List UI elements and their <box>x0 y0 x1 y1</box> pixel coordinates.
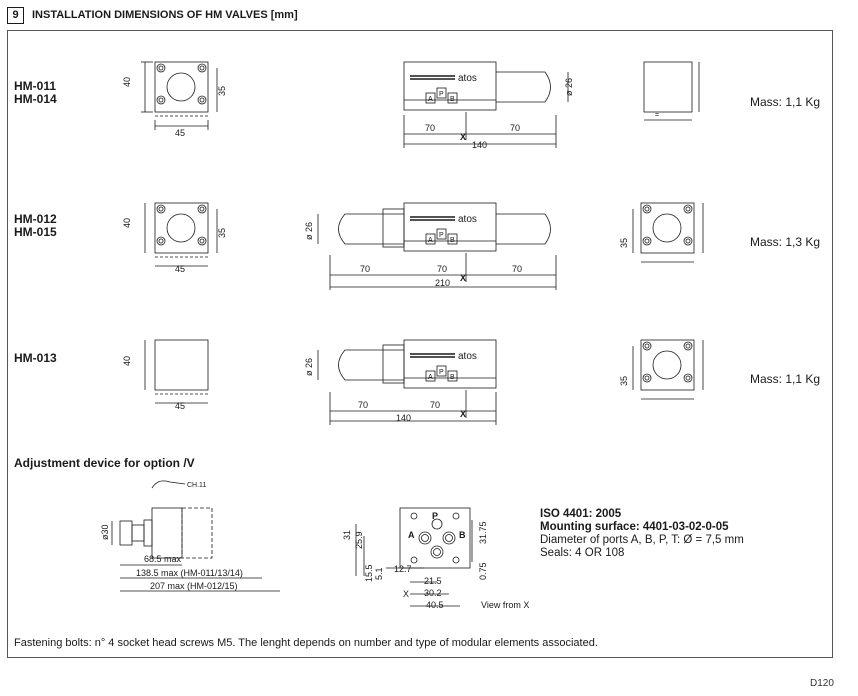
row2-dim-26: ø 26 <box>304 222 314 240</box>
row3-front-view: 40 45 <box>122 339 209 411</box>
row2-label-b: HM-015 <box>14 225 57 239</box>
row1-front-view: 40 35 45 <box>122 61 227 138</box>
section-header: 9 INSTALLATION DIMENSIONS OF HM VALVES [… <box>7 6 298 24</box>
iso-info: ISO 4401: 2005 Mounting surface: 4401-03… <box>540 508 744 560</box>
row3-port-b: B <box>450 374 455 381</box>
row2-dim-210: 210 <box>435 278 450 288</box>
adj-ch: CH.11 <box>187 482 206 489</box>
iface-dim-31-75: 31.75 <box>478 521 488 544</box>
adjustment-device-drawing: CH.11 ø30 68.5 max 138.5 max (HM-011/13/… <box>100 480 280 592</box>
row1-port-p: P <box>439 91 444 98</box>
iface-dim-21-5: 21.5 <box>424 576 442 586</box>
row3-port-a: A <box>428 374 433 381</box>
row3-dim-70a: 70 <box>358 400 368 410</box>
row2-dim-70a: 70 <box>360 264 370 274</box>
row3-dim-70b: 70 <box>430 400 440 410</box>
row1-dim-35: 35 <box>217 86 227 96</box>
iface-dim-31: 31 <box>342 530 352 540</box>
iface-port-a: A <box>408 530 415 540</box>
iface-dim-30-2: 30.2 <box>424 588 442 598</box>
row1-dim-70b: 70 <box>510 123 520 133</box>
row1-dim-40: 40 <box>122 77 132 87</box>
row2-port-a: A <box>428 237 433 244</box>
row2-dim-40: 40 <box>122 218 132 228</box>
row1-x-mark: X <box>460 132 466 142</box>
row3-dim-45: 45 <box>175 401 185 411</box>
row2-port-p: P <box>439 232 444 239</box>
row1-eq: = <box>655 112 659 119</box>
iface-port-b: B <box>459 530 466 540</box>
row1-label-a: HM-011 <box>14 79 57 93</box>
row1-side-view: atos A P B 70 70 X 140 ø 26 <box>403 61 574 150</box>
iso-standard: ISO 4401: 2005 <box>540 508 622 520</box>
row3-port-p: P <box>439 369 444 376</box>
row3-rear-dim-35: 35 <box>619 376 629 386</box>
row1-mass: Mass: 1,1 Kg <box>750 95 821 109</box>
row2-rear-view: 35 <box>619 202 704 263</box>
adj-dim-138: 138.5 max (HM-011/13/14) <box>136 568 243 578</box>
row2-dim-35: 35 <box>217 228 227 238</box>
row3-dim-140: 140 <box>396 413 411 423</box>
row2-brand: atos <box>458 214 477 225</box>
row3-mass: Mass: 1,1 Kg <box>750 372 821 386</box>
row2-side-view: atos A P B 70 70 70 X 210 ø 26 <box>304 202 557 290</box>
row3-side-view: atos A P B 70 70 X 140 ø 26 <box>304 339 497 425</box>
row2-rear-dim-35: 35 <box>619 238 629 248</box>
adj-dim-30: ø30 <box>100 524 110 540</box>
row1-dim-140: 140 <box>472 140 487 150</box>
iface-port-p: P <box>432 511 438 521</box>
iface-dim-5-1: 5.1 <box>374 567 384 580</box>
iface-dim-15-5: 15.5 <box>364 564 374 582</box>
section-title: INSTALLATION DIMENSIONS OF HM VALVES [mm… <box>32 9 298 21</box>
row2-dim-70c: 70 <box>512 264 522 274</box>
mounting-interface-drawing: P A B 31 25.9 31.75 15.5 5.1 12.7 21.5 3… <box>342 507 529 610</box>
row3-dim-26: ø 26 <box>304 358 314 376</box>
adj-dim-207: 207 max (HM-012/15) <box>150 581 238 591</box>
row3-rear-view: 35 <box>619 339 704 400</box>
iface-dim-40-5: 40.5 <box>426 600 444 610</box>
row2-dim-70b: 70 <box>437 264 447 274</box>
row1-port-b: B <box>450 96 455 103</box>
adj-dim-68: 68.5 max <box>144 554 182 564</box>
iface-view-label: View from X <box>481 600 529 610</box>
iface-dim-0-75: 0.75 <box>478 562 488 580</box>
row1-rear-view: = <box>643 61 700 121</box>
row2-front-view: 40 35 45 <box>122 202 227 274</box>
adjustment-title: Adjustment device for option /V <box>14 456 195 470</box>
iface-dim-25-9: 25.9 <box>354 531 364 549</box>
drawing-frame <box>7 30 833 658</box>
row3-label-a: HM-013 <box>14 351 57 365</box>
row1-dim-26: ø 26 <box>564 78 574 96</box>
row3-brand: atos <box>458 351 477 362</box>
row2-label-a: HM-012 <box>14 212 57 226</box>
row3-dim-40: 40 <box>122 356 132 366</box>
row1-brand: atos <box>458 73 477 84</box>
row2-dim-45: 45 <box>175 264 185 274</box>
footer-note: Fastening bolts: n° 4 socket head screws… <box>14 637 598 649</box>
row1-dim-45: 45 <box>175 128 185 138</box>
row3-x-mark: X <box>460 409 466 419</box>
iso-seals: Seals: 4 OR 108 <box>540 547 625 559</box>
row1-port-a: A <box>428 96 433 103</box>
row2-x-mark: X <box>460 273 466 283</box>
row2-mass: Mass: 1,3 Kg <box>750 235 821 249</box>
row1-label-b: HM-014 <box>14 92 57 106</box>
iface-dim-12-7: 12.7 <box>394 564 412 574</box>
iso-ports: Diameter of ports A, B, P, T: Ø = 7,5 mm <box>540 534 744 546</box>
iface-x-mark: X <box>403 589 409 599</box>
doc-code: D120 <box>810 678 834 689</box>
section-number: 9 <box>7 6 24 24</box>
iso-surface: Mounting surface: 4401-03-02-0-05 <box>540 521 729 533</box>
row1-dim-70a: 70 <box>425 123 435 133</box>
row2-port-b: B <box>450 237 455 244</box>
